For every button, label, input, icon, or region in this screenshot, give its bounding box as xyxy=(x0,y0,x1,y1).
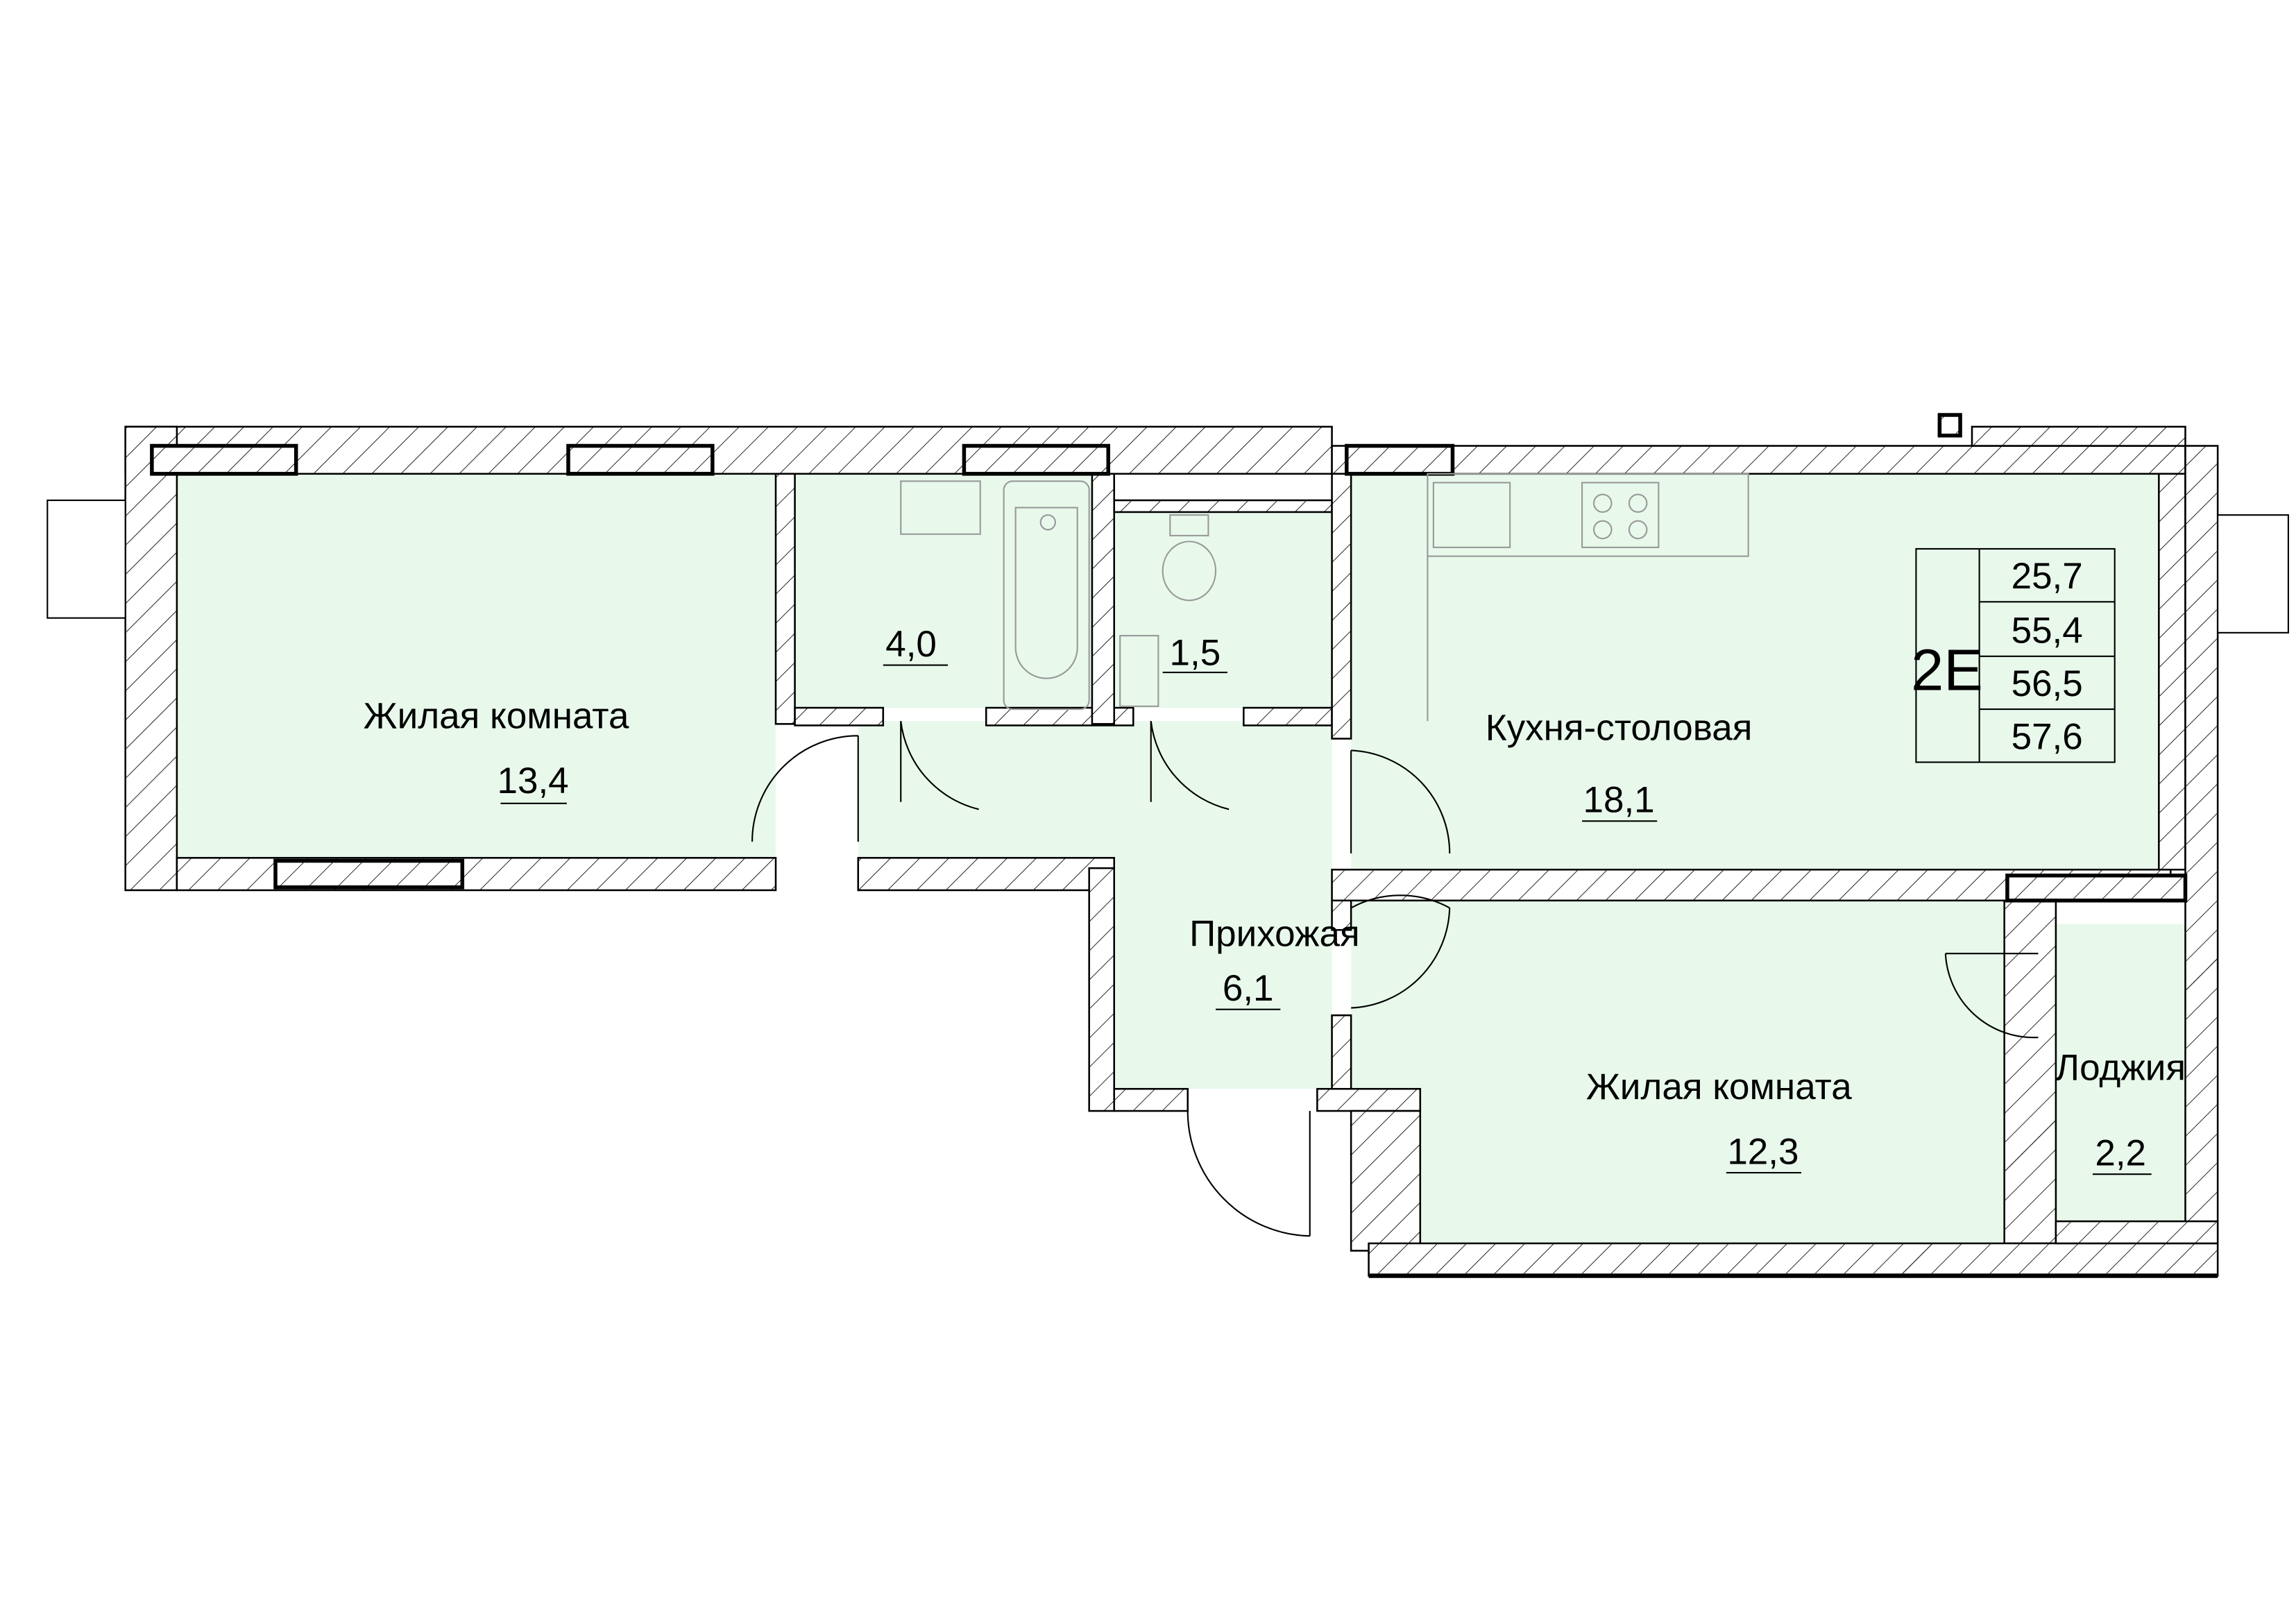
room-name: Прихожая xyxy=(1189,914,1360,955)
area-value: 56,5 xyxy=(2012,663,2083,704)
room-area: 6,1 xyxy=(1223,968,1274,1009)
window xyxy=(2005,873,2188,903)
bathtub-icon xyxy=(1003,480,1090,711)
wall xyxy=(2158,473,2186,871)
column xyxy=(1937,413,1962,438)
door-swing xyxy=(900,720,979,810)
room-area: 1,5 xyxy=(1170,633,1221,674)
area-value: 25,7 xyxy=(2012,556,2083,597)
window xyxy=(962,443,1111,476)
ac-unit xyxy=(46,499,126,619)
apartment-code: 2E xyxy=(1911,637,1983,703)
wall xyxy=(774,473,796,725)
kitchen-sink-icon xyxy=(1432,482,1511,548)
wall xyxy=(1971,425,2186,447)
ac-unit xyxy=(2217,514,2290,634)
doors xyxy=(751,720,2039,1237)
sink-icon xyxy=(900,480,981,535)
wall xyxy=(1368,1242,2219,1277)
stove-body xyxy=(1581,482,1660,548)
room-area: 2,2 xyxy=(2095,1132,2146,1173)
area-value: 55,4 xyxy=(2012,611,2083,652)
area-table: 2E 25,7 55,4 56,5 57,6 xyxy=(1911,547,2116,763)
door-swing xyxy=(1350,749,1451,853)
toilet-icon xyxy=(1162,541,1217,602)
wall xyxy=(794,706,885,726)
wall xyxy=(2184,445,2219,1241)
window xyxy=(566,443,715,476)
room-area: 4,0 xyxy=(885,624,937,665)
bathroom-floor xyxy=(794,473,1092,708)
wall xyxy=(1088,867,1115,1112)
burner-icon xyxy=(1592,493,1613,513)
walls xyxy=(46,413,2290,1278)
area-value: 57,6 xyxy=(2012,716,2083,757)
loggia-floor xyxy=(2055,924,2186,1222)
wall xyxy=(1113,1087,1189,1112)
room-name: Жилая комната xyxy=(1586,1067,1852,1107)
living-room-2-floor xyxy=(1351,900,2005,1243)
wall xyxy=(857,857,1115,892)
room-name: Жилая комната xyxy=(364,696,629,737)
door-swing xyxy=(1150,720,1230,810)
door-swing xyxy=(751,735,859,842)
wall xyxy=(1331,473,1352,740)
living-room-1-floor xyxy=(176,473,776,858)
wall xyxy=(1316,1087,1422,1112)
wall xyxy=(1243,706,1333,726)
wall xyxy=(124,425,178,892)
hallway-floor xyxy=(858,721,1332,1089)
room-name: Лоджия xyxy=(2055,1048,2186,1089)
wall xyxy=(124,425,1333,475)
window xyxy=(150,443,298,476)
room-area: 18,1 xyxy=(1583,780,1655,821)
drain-icon xyxy=(1039,514,1056,531)
stove-icon xyxy=(1581,482,1660,548)
entrance-door-swing xyxy=(1187,1111,1311,1237)
wall xyxy=(2055,1220,2219,1245)
room-area: 12,3 xyxy=(1727,1131,1798,1172)
door-swing xyxy=(1350,894,1451,1009)
fixtures xyxy=(900,473,1749,722)
room-name: Кухня-столовая xyxy=(1486,708,1753,749)
room-fills xyxy=(176,473,2186,1243)
room-area: 13,4 xyxy=(498,760,569,801)
wall xyxy=(1350,1110,1422,1252)
burner-icon xyxy=(1628,493,1648,513)
burner-icon xyxy=(1592,520,1613,540)
wall xyxy=(1331,1014,1352,1090)
door-swing xyxy=(1944,953,2039,1039)
burner-icon xyxy=(1628,520,1648,540)
kitchen-counter xyxy=(1427,473,1749,557)
wall xyxy=(1113,499,1333,513)
wall xyxy=(1331,445,2186,475)
wall xyxy=(2003,899,2057,1245)
wash-basin-icon xyxy=(1119,635,1159,707)
window xyxy=(273,858,465,890)
wall xyxy=(1331,899,1352,931)
window xyxy=(1345,443,1455,476)
toilet-tank xyxy=(1169,514,1209,536)
kitchen-floor xyxy=(1351,473,2159,870)
wall xyxy=(176,857,777,892)
room-labels: Жилая комната 13,4 4,0 1,5 Кухня-столова… xyxy=(364,624,2186,1175)
bathtub-inner xyxy=(1014,507,1078,679)
wc-floor xyxy=(1114,511,1332,708)
wall xyxy=(1091,473,1115,725)
